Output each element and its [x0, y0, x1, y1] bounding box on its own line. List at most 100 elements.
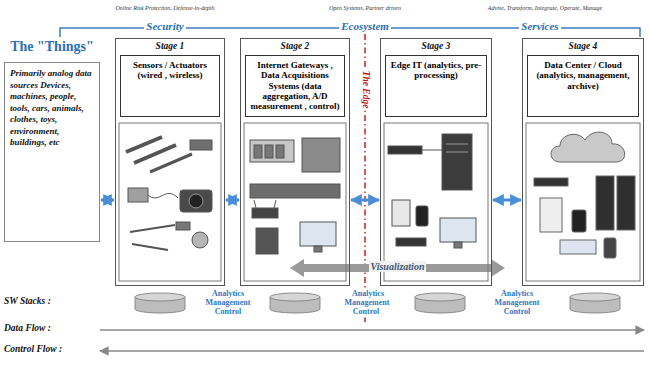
arrow-head	[491, 259, 505, 277]
edge-label: The Edge	[360, 60, 371, 120]
probe	[130, 225, 175, 232]
cylinder-top	[415, 293, 465, 301]
monitor	[300, 222, 336, 246]
antenna	[254, 200, 256, 208]
label-patch: The Edge	[361, 69, 371, 111]
monitor	[440, 218, 476, 242]
control-flow-arrow	[100, 350, 644, 352]
server-tower	[442, 134, 472, 190]
probe-head	[176, 222, 190, 230]
stage-title: Sensors / Actuators (wired , wireless)	[124, 60, 216, 81]
cylinder-top	[570, 293, 620, 301]
stage-column: Stage 1 Sensors / Actuators (wired , wire…	[115, 38, 225, 286]
monitor-stand	[314, 246, 322, 252]
things-heading: The "Things"	[4, 38, 100, 56]
antenna	[274, 200, 276, 208]
server-tower	[596, 176, 614, 230]
stack-label: Analytics Management Control	[333, 289, 401, 316]
gateway-devices	[250, 138, 340, 254]
server-tower	[617, 176, 635, 230]
sensor-rod	[134, 145, 176, 163]
edge-it-devices	[388, 134, 476, 248]
scope-title: Ecosystem	[325, 20, 405, 33]
camera-body	[180, 190, 212, 212]
stack-cylinder	[570, 293, 620, 313]
flow-connector	[493, 199, 521, 202]
cable	[422, 150, 442, 151]
stage-header-box: Sensors / Actuators (wired , wireless)	[120, 55, 220, 117]
things-description: Primarily analog data sources Devices, m…	[4, 62, 100, 242]
stack-cylinder	[135, 293, 185, 313]
laptop-screen	[560, 240, 596, 254]
sensor-module	[128, 188, 148, 202]
stage-header-box: Internet Gateways , Data Acquisitions Sy…	[245, 55, 345, 117]
stage-label: Stage 2	[241, 41, 349, 52]
scope-note: Open Systems, Partner driven	[305, 5, 425, 12]
row-label: Control Flow :	[4, 344, 62, 355]
label-patch: Visualization	[369, 261, 427, 272]
stage-title: Internet Gateways , Data Acquisitions Sy…	[249, 60, 341, 112]
stage-label: Stage 4	[523, 41, 643, 52]
monitor-stand	[454, 242, 462, 248]
stage-column: Stage 2 Internet Gateways , Data Acquisit…	[240, 38, 350, 286]
phone	[604, 238, 616, 258]
flow-connector	[101, 199, 114, 202]
drive-bay	[446, 144, 468, 145]
row-label: SW Stacks :	[4, 296, 51, 307]
visualization-label: Visualization	[360, 261, 435, 273]
sensor-devices	[126, 137, 212, 250]
stage-label: Stage 1	[116, 41, 224, 52]
edge-appliance	[392, 200, 410, 226]
daq-chassis	[250, 140, 294, 162]
pc-tower	[256, 228, 278, 254]
flow-connector	[226, 199, 239, 202]
cloud-devices	[534, 132, 635, 258]
camera-lens	[189, 194, 203, 208]
rack-unit	[302, 138, 340, 172]
stage-title: Edge IT (analytics, pre-processing)	[389, 60, 483, 81]
handheld	[572, 210, 586, 232]
image-panel	[119, 123, 221, 281]
stack-cylinder	[415, 293, 465, 313]
label-patch: Security	[144, 20, 185, 32]
daq-card	[276, 145, 284, 158]
router	[252, 208, 278, 218]
daq-card	[254, 145, 262, 158]
drive-bay	[446, 152, 468, 153]
sensor-disc	[192, 232, 208, 248]
sensor-rod	[150, 154, 192, 172]
switch	[388, 146, 422, 154]
scope-note: Advise, Transform, Integrate, Operate, M…	[455, 5, 635, 12]
probe	[132, 244, 168, 250]
label-patch: Services	[519, 20, 560, 32]
sensor-module	[190, 140, 212, 150]
arrow-head	[290, 259, 304, 277]
gateway-strip	[250, 184, 340, 198]
stage-column: Stage 4Data Center / Cloud (analytics, m…	[522, 38, 644, 286]
stage-header-box: Edge IT (analytics, pre-processing)	[385, 55, 487, 117]
label-patch: Ecosystem	[339, 20, 391, 32]
sensor-rod	[126, 137, 162, 152]
visualization-arrow	[290, 259, 505, 277]
label-patch: Analytics Management Control	[345, 289, 390, 316]
image-panel	[526, 123, 640, 281]
cylinder-top	[270, 293, 320, 301]
row-label: Data Flow :	[4, 323, 51, 334]
scope-title: Security	[130, 20, 200, 33]
data-flow-arrow	[100, 329, 644, 331]
router	[396, 238, 426, 246]
stage-label: Stage 3	[381, 41, 491, 52]
image-panel	[384, 123, 488, 281]
scope-note: Online Risk Protection, Defense-in-depth	[90, 5, 240, 12]
things-box: The "Things" Primarily analog data source…	[4, 38, 100, 242]
storage-unit	[540, 198, 562, 232]
switch	[534, 178, 568, 186]
daq-card	[265, 145, 273, 158]
stack-cylinder	[270, 293, 320, 313]
stack-label: Analytics Management Control	[194, 289, 262, 316]
stack-label: Analytics Management Control	[483, 289, 551, 316]
handheld	[416, 206, 428, 226]
sensor-cable	[148, 193, 178, 198]
scope-title: Services	[505, 20, 575, 33]
